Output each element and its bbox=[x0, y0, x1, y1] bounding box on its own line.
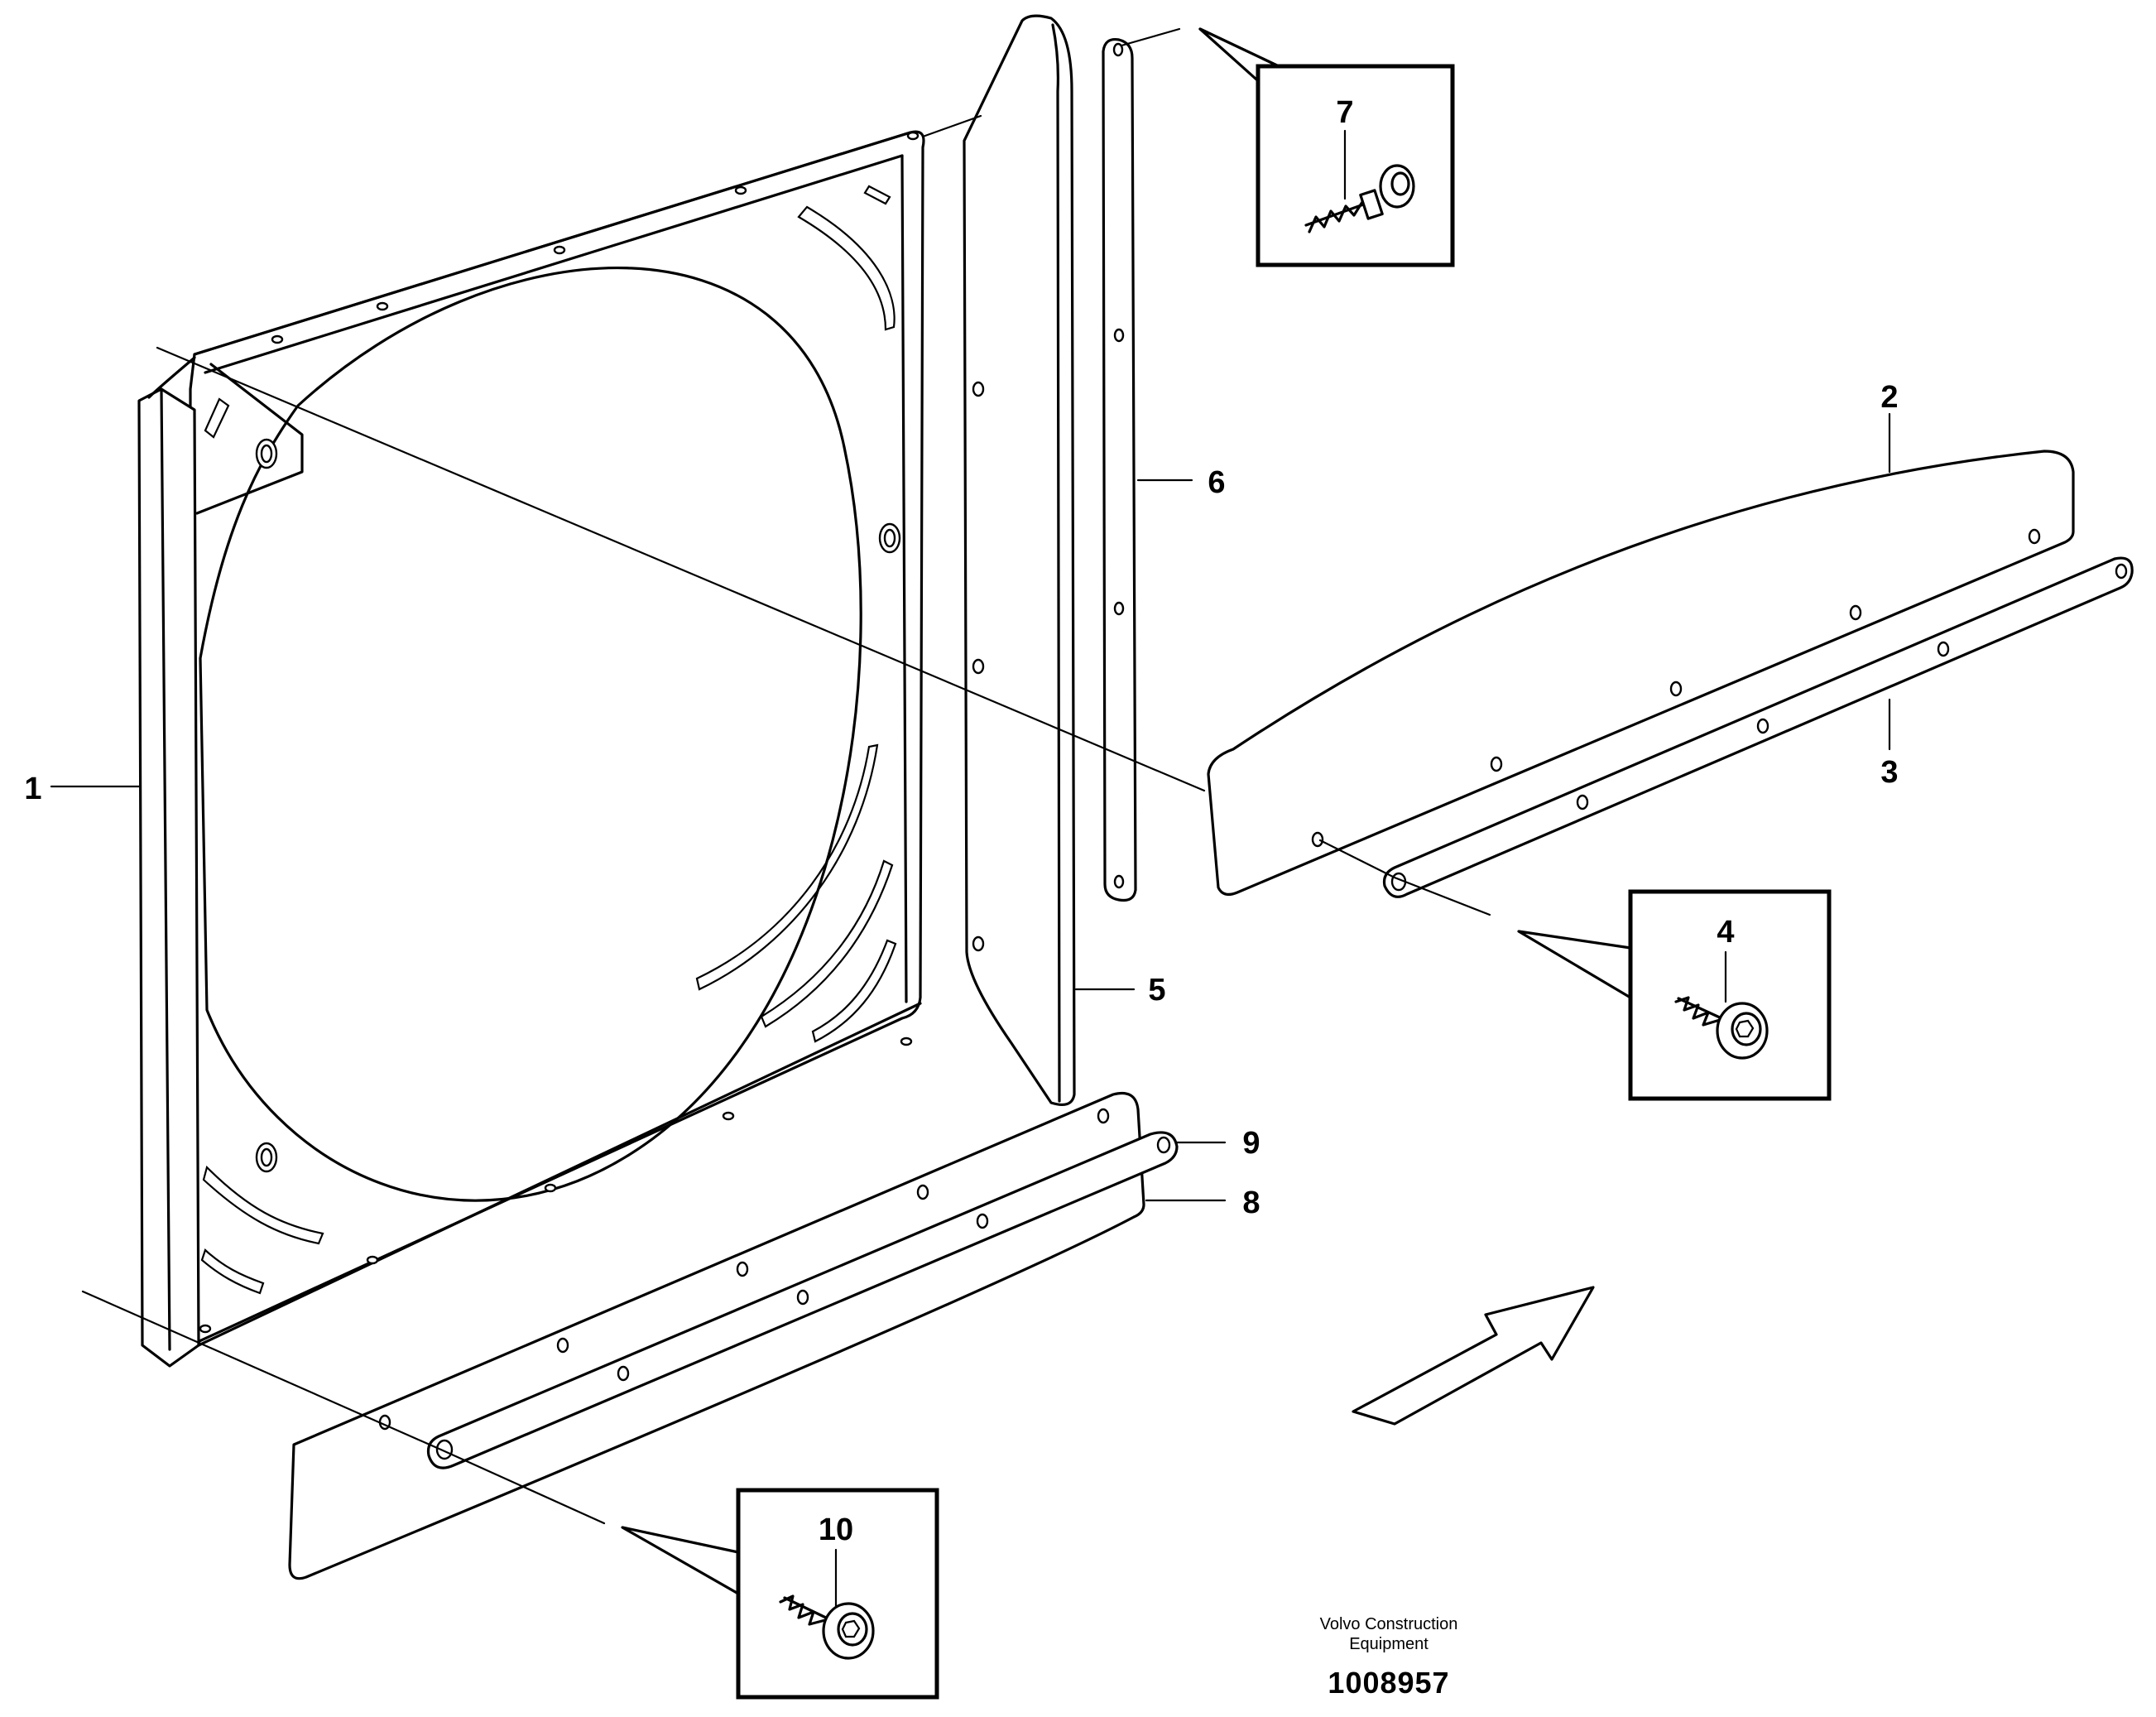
callout-8: 8 bbox=[1242, 1186, 1260, 1220]
callout-6: 6 bbox=[1208, 465, 1225, 500]
company-name-line1: Volvo Construction bbox=[1320, 1615, 1458, 1633]
callout-7: 7 bbox=[1336, 95, 1353, 130]
retaining-strip-vertical bbox=[1102, 37, 1137, 902]
side-seal-strip bbox=[963, 14, 1076, 1106]
flow-direction-arrow-icon bbox=[1352, 1286, 1595, 1426]
self-tapping-screw-icon bbox=[1304, 164, 1415, 233]
callout-5: 5 bbox=[1148, 973, 1165, 1008]
retaining-strip-bottom bbox=[426, 1131, 1179, 1469]
detail-box-7 bbox=[1198, 27, 1455, 267]
self-tapping-screw-icon bbox=[779, 1594, 875, 1660]
callout-2: 2 bbox=[1880, 380, 1898, 415]
assembly-lines bbox=[81, 27, 1491, 1525]
callout-4: 4 bbox=[1717, 915, 1734, 950]
callout-10: 10 bbox=[819, 1513, 853, 1547]
callout-1: 1 bbox=[24, 772, 41, 806]
leader-lines bbox=[50, 129, 1891, 1608]
callout-9: 9 bbox=[1242, 1126, 1260, 1161]
company-name-line2: Equipment bbox=[1349, 1635, 1429, 1653]
detail-box-10 bbox=[621, 1488, 939, 1700]
fan-shroud bbox=[137, 130, 925, 1368]
detail-box-4 bbox=[1517, 889, 1832, 1101]
callout-3: 3 bbox=[1880, 755, 1898, 790]
top-seal-plate bbox=[1207, 450, 2075, 897]
self-tapping-screw-icon bbox=[1674, 996, 1769, 1060]
retaining-strip-diagonal bbox=[1382, 556, 2134, 898]
drawing-number: 1008957 bbox=[1328, 1666, 1449, 1700]
